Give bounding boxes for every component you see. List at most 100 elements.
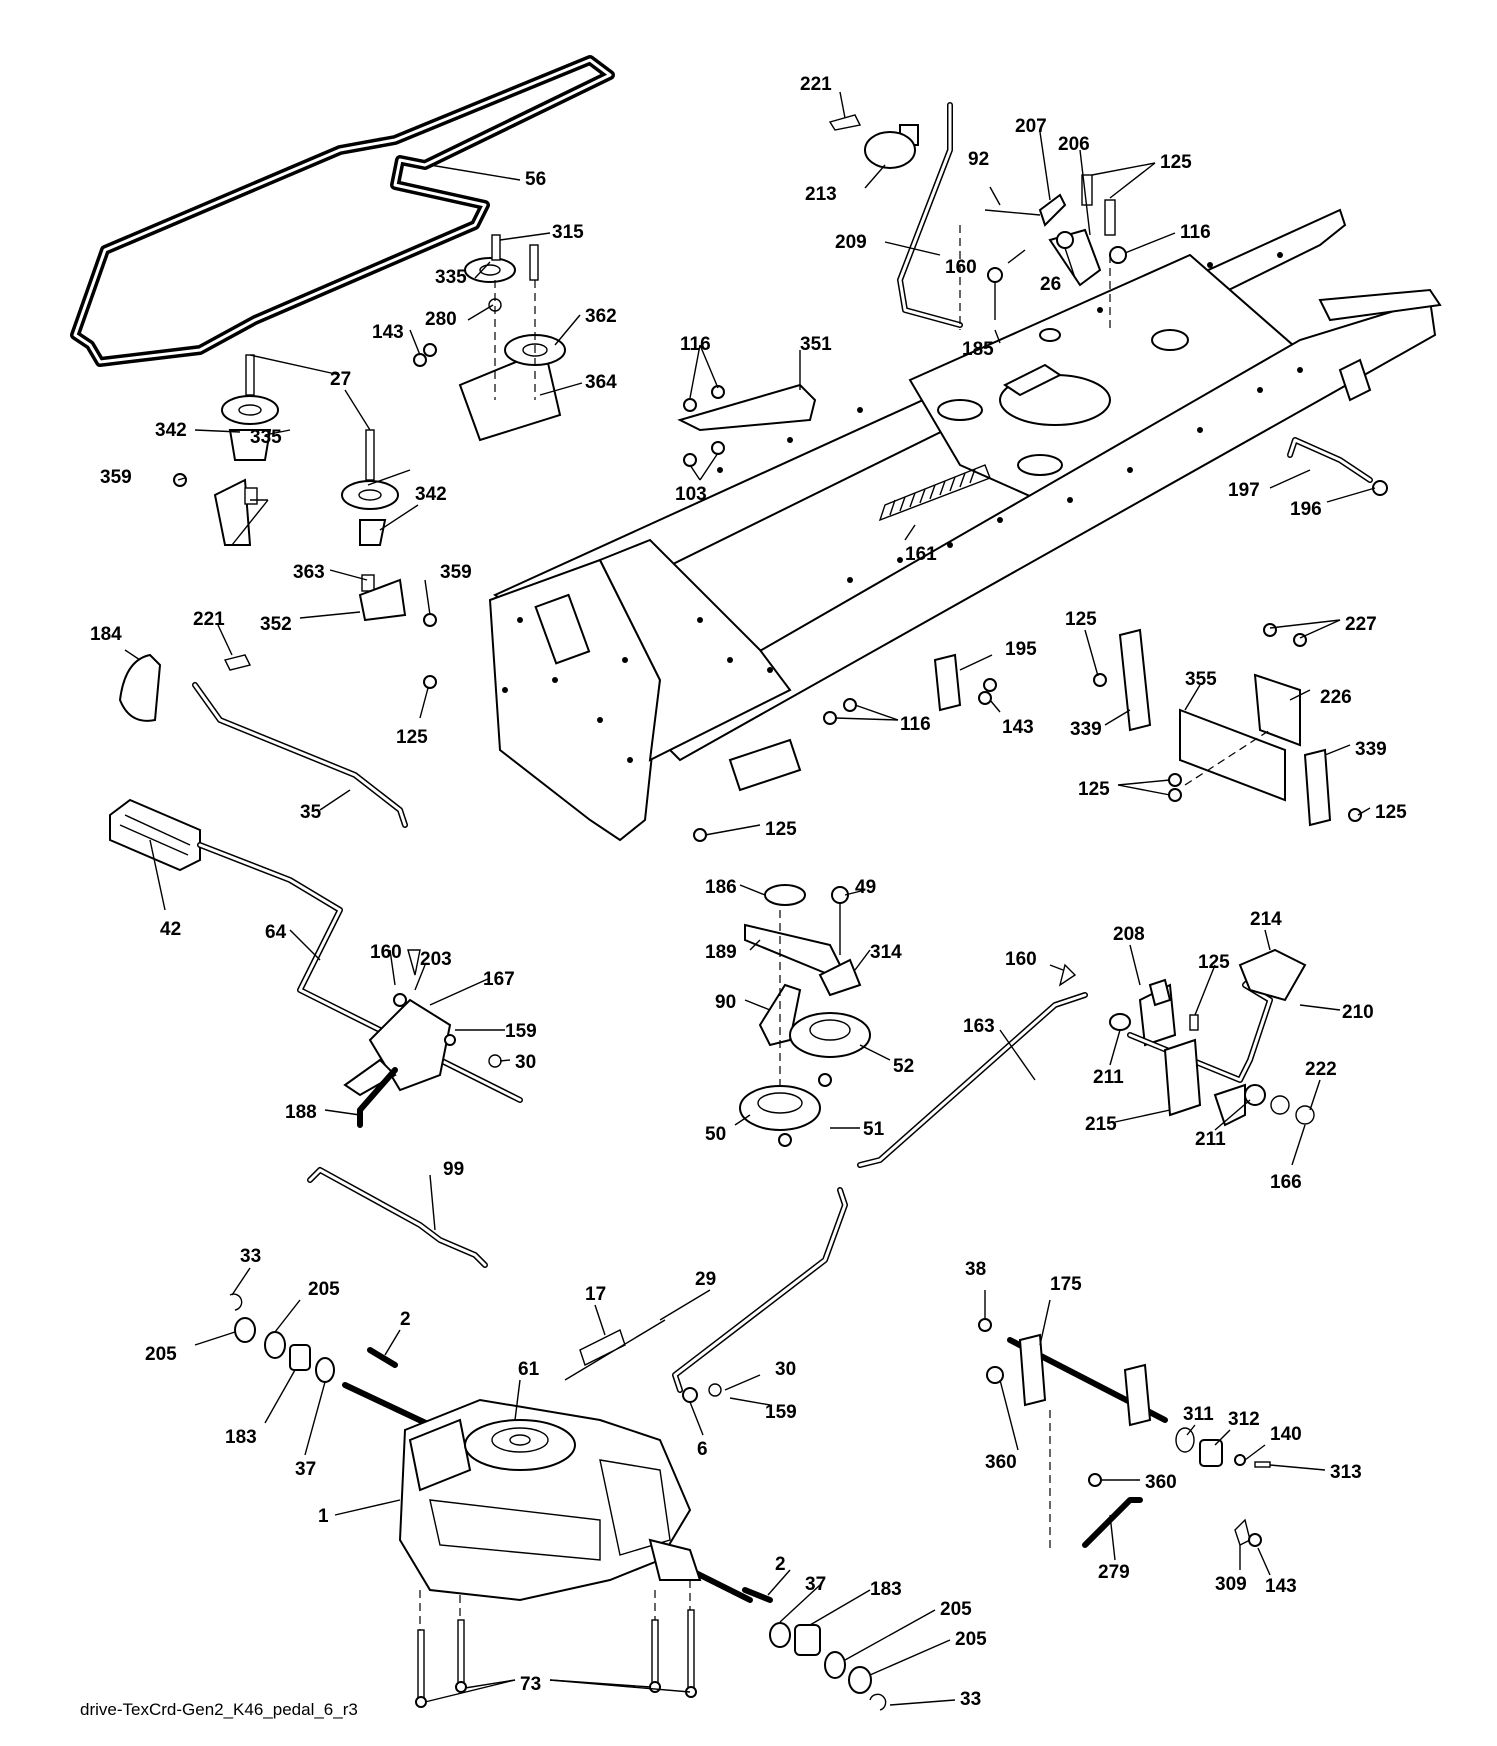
callout-1: 1 [318, 1506, 329, 1527]
bolt-185-head [987, 267, 1003, 283]
nut-6 [682, 1387, 698, 1403]
rod-29 [672, 1187, 848, 1393]
callout-159: 159 [765, 1402, 797, 1423]
callout-160: 160 [945, 257, 977, 278]
callout-64: 64 [265, 922, 287, 943]
callout-183: 183 [225, 1427, 257, 1448]
callout-226: 226 [1320, 687, 1352, 708]
callout-195: 195 [1005, 639, 1037, 660]
bolt-125-b [1104, 199, 1116, 236]
callout-359: 359 [440, 562, 472, 583]
washer-30b [708, 1383, 722, 1397]
nut-116-a [1109, 246, 1127, 264]
callout-143: 143 [372, 322, 404, 343]
bolts-73 [415, 1609, 697, 1708]
callout-203: 203 [420, 949, 452, 970]
frame-holes [502, 252, 1303, 763]
callout-363: 363 [293, 562, 325, 583]
spring-161 [878, 464, 991, 522]
callout-37: 37 [295, 1459, 316, 1480]
callout-30: 30 [515, 1052, 536, 1073]
callout-27: 27 [330, 369, 351, 390]
callout-52: 52 [893, 1056, 914, 1077]
lever-207 [1038, 193, 1067, 227]
callout-159: 159 [505, 1021, 537, 1042]
callout-160: 160 [370, 942, 402, 963]
callout-125: 125 [1078, 779, 1110, 800]
callout-116: 116 [900, 714, 931, 735]
callout-211: 211 [1195, 1129, 1226, 1150]
callout-186: 186 [705, 877, 737, 898]
callout-205: 205 [940, 1599, 972, 1620]
callout-33: 33 [240, 1246, 261, 1267]
pulley-stack-left [173, 354, 437, 689]
callout-92: 92 [968, 149, 989, 170]
callout-221: 221 [800, 74, 832, 95]
spring-17 [564, 1319, 666, 1381]
callout-342: 342 [415, 484, 447, 505]
callout-33: 33 [960, 1689, 981, 1710]
idler-arm-assembly [739, 884, 871, 1147]
callout-160: 160 [1005, 949, 1037, 970]
callout-99: 99 [443, 1159, 464, 1180]
callout-161: 161 [905, 544, 937, 565]
clip-221b [223, 654, 252, 671]
callout-360: 360 [985, 1452, 1017, 1473]
callout-labels: 221 213 92 207 206 125 116 209 160 26 18… [90, 74, 1407, 1710]
idler-bracket-364 [458, 234, 566, 442]
callout-279: 279 [1098, 1562, 1130, 1583]
drive-belt [70, 55, 615, 367]
callout-35: 35 [300, 802, 322, 823]
callout-51: 51 [863, 1119, 885, 1140]
callout-351: 351 [800, 334, 832, 355]
rod-35 [192, 682, 408, 828]
callout-360: 360 [1145, 1472, 1177, 1493]
callout-339: 339 [1070, 719, 1102, 740]
callout-29: 29 [695, 1269, 716, 1290]
callout-125: 125 [1198, 952, 1230, 973]
callout-222: 222 [1305, 1059, 1337, 1080]
callout-125: 125 [1375, 802, 1407, 823]
callout-205: 205 [145, 1344, 177, 1365]
callout-227: 227 [1345, 614, 1377, 635]
chassis-frame [488, 208, 1442, 842]
diagram-caption: drive-TexCrd-Gen2_K46_pedal_6_r3 [80, 1700, 358, 1719]
callout-140: 140 [1270, 1424, 1302, 1445]
callout-116: 116 [1180, 222, 1211, 243]
bolt-125f [693, 828, 707, 842]
callout-56: 56 [525, 169, 546, 190]
callout-42: 42 [160, 919, 181, 940]
callout-352: 352 [260, 614, 292, 635]
callout-26: 26 [1040, 274, 1061, 295]
callout-314: 314 [870, 942, 902, 963]
callout-205: 205 [308, 1279, 340, 1300]
callout-210: 210 [1342, 1002, 1374, 1023]
lever-64 [197, 842, 523, 1128]
callout-205: 205 [955, 1629, 987, 1650]
clip-221a [828, 114, 862, 131]
rod-197 [1287, 437, 1388, 496]
callout-6: 6 [697, 1439, 708, 1460]
callout-30: 30 [775, 1359, 796, 1380]
callout-335: 335 [435, 267, 467, 288]
grip-42 [109, 798, 201, 872]
callout-209: 209 [835, 232, 867, 253]
callout-208: 208 [1113, 924, 1145, 945]
knob-184 [118, 653, 162, 722]
callout-49: 49 [855, 877, 876, 898]
callout-221: 221 [193, 609, 225, 630]
callout-197: 197 [1228, 480, 1260, 501]
callout-335: 335 [250, 427, 282, 448]
callout-38: 38 [965, 1259, 986, 1280]
knob-213 [864, 131, 916, 169]
callout-143: 143 [1265, 1576, 1297, 1597]
callout-362: 362 [585, 306, 617, 327]
callout-189: 189 [705, 942, 737, 963]
callout-90: 90 [715, 992, 736, 1013]
callout-50: 50 [705, 1124, 726, 1145]
bracket-assembly-355 [1093, 623, 1362, 827]
callout-183: 183 [870, 1579, 902, 1600]
callout-280: 280 [425, 309, 457, 330]
callout-309: 309 [1215, 1574, 1247, 1595]
